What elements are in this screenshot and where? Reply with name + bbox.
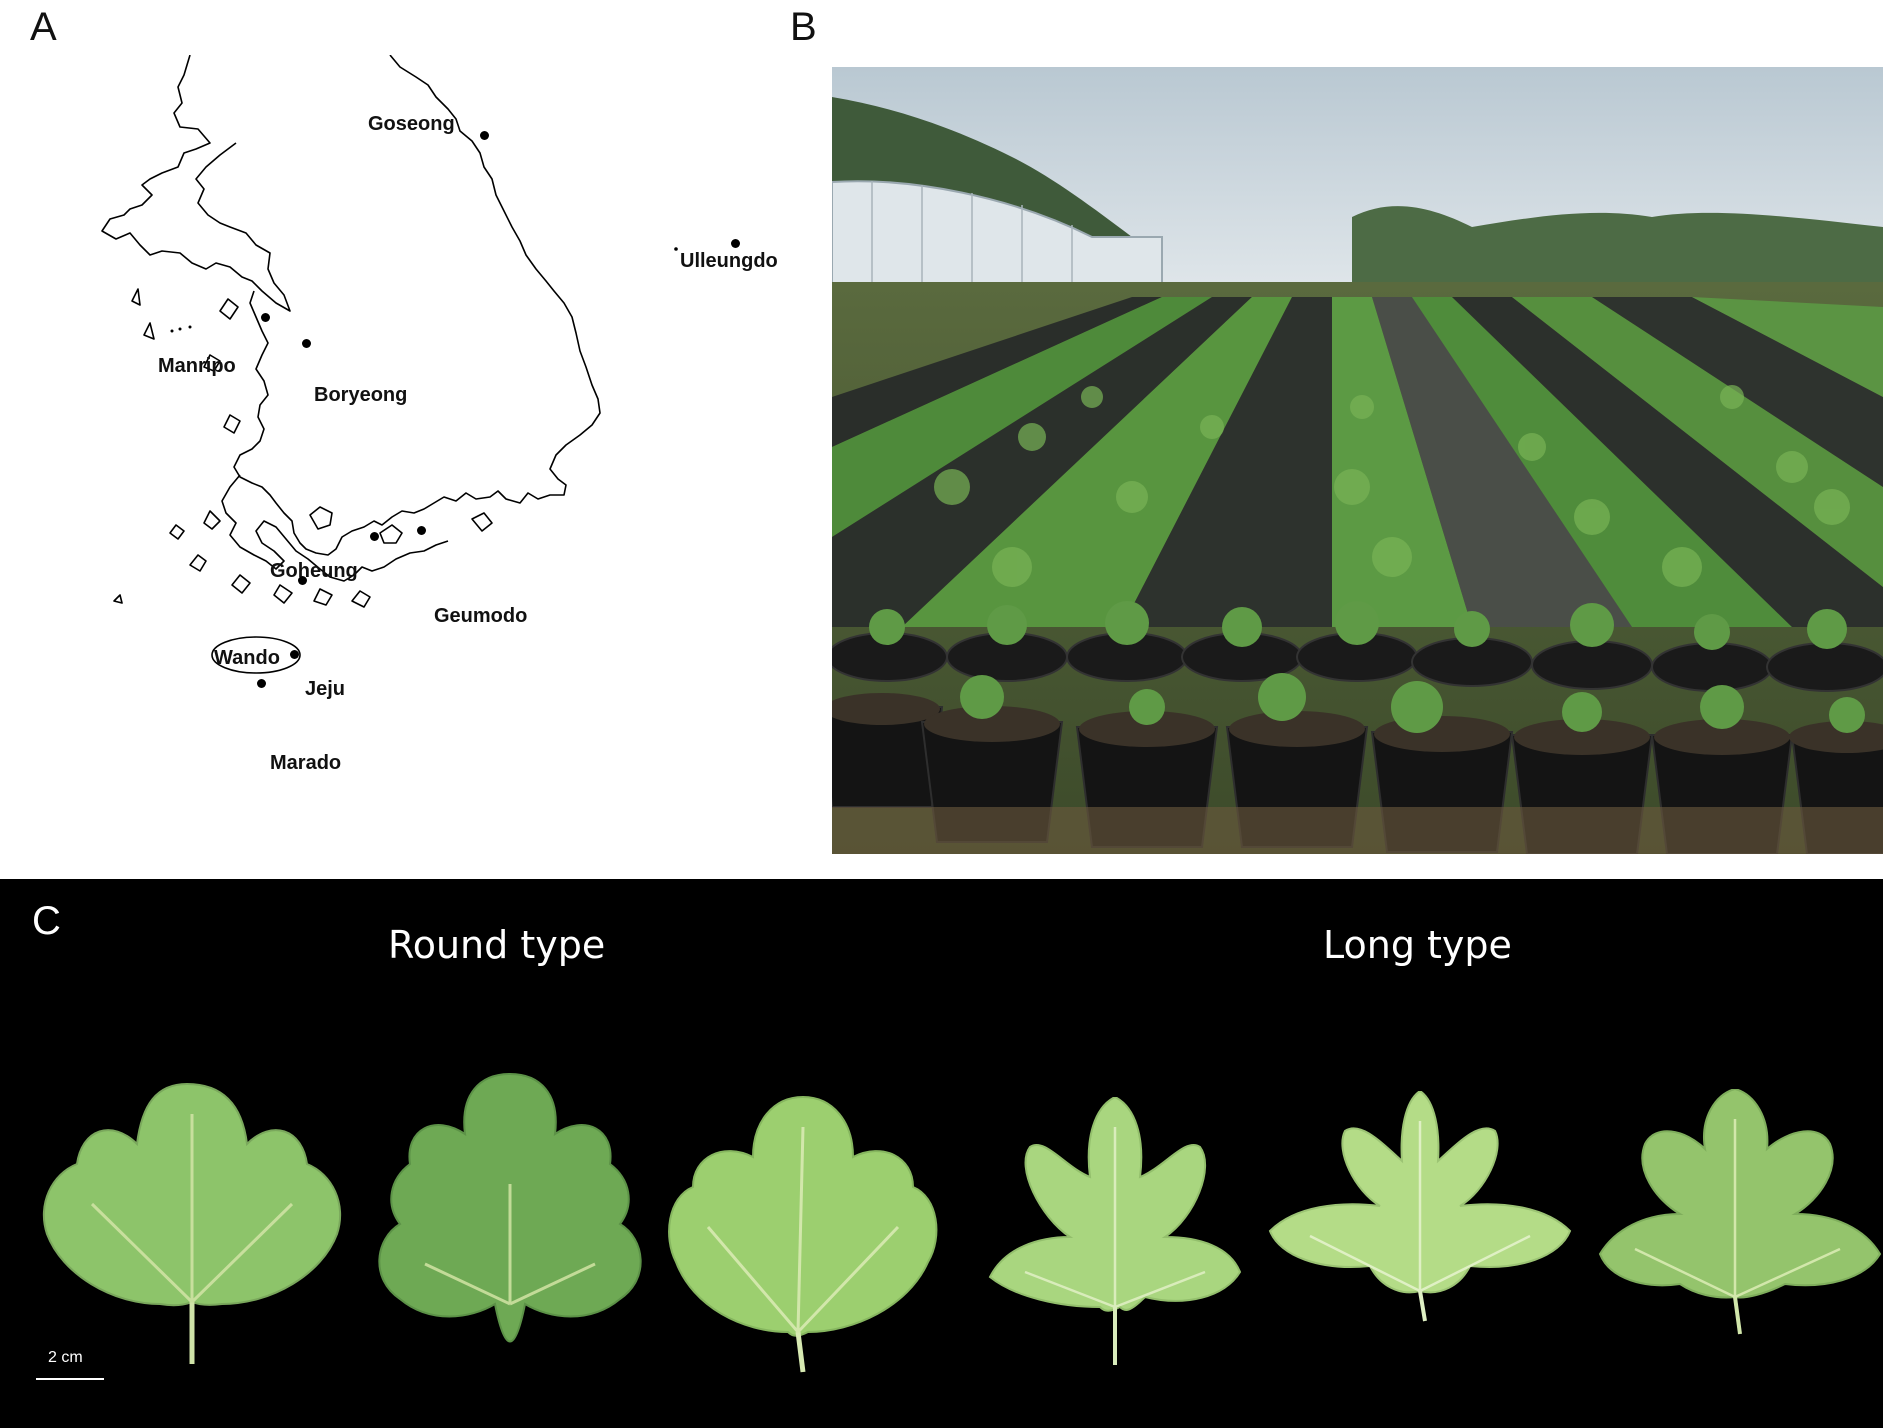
- jeju-island: [211, 636, 301, 674]
- place-label-ulleungdo: Ulleungdo: [680, 250, 778, 272]
- marker-marado: [257, 679, 266, 688]
- leaf-round-2: [378, 1072, 642, 1343]
- marker-jeju: [290, 650, 299, 659]
- marker-wando: [298, 576, 307, 585]
- place-label-wando: Wando: [214, 647, 280, 669]
- pot-row-back: [832, 632, 1883, 692]
- marker-manripo: [261, 313, 270, 322]
- place-label-manripo: Manripo: [158, 355, 236, 377]
- marker-goheung: [370, 532, 379, 541]
- field-photo: [832, 67, 1883, 854]
- korea-outline: [101, 54, 678, 674]
- northwest-coast: [101, 54, 291, 312]
- panel-label-a: A: [30, 5, 57, 49]
- field-illustration: [832, 67, 1883, 854]
- round-type-title: Round type: [388, 923, 606, 967]
- leaf-long-2: [1268, 1091, 1572, 1322]
- scale-bar-label: 2 cm: [48, 1349, 83, 1366]
- leaf-round-3: [668, 1095, 938, 1373]
- leaf-long-1: [988, 1097, 1242, 1365]
- south-islands: [221, 474, 449, 582]
- leaf-round-1: [42, 1082, 342, 1364]
- main-coast: [233, 54, 601, 556]
- marker-boryeong: [302, 339, 311, 348]
- place-label-goheung: Goheung: [270, 560, 358, 582]
- scale-bar: [36, 1378, 104, 1380]
- place-label-marado: Marado: [270, 752, 342, 774]
- place-label-geumodo: Geumodo: [434, 605, 528, 627]
- place-label-boryeong: Boryeong: [314, 384, 408, 406]
- panel-label-c: C: [32, 899, 61, 943]
- place-label-goseong: Goseong: [368, 113, 455, 135]
- korea-map: Goseong Ulleungdo Manripo Boryeong Goheu…: [80, 54, 840, 875]
- panel-label-b: B: [790, 5, 817, 49]
- place-label-jeju: Jeju: [305, 678, 346, 700]
- marker-goseong: [480, 131, 489, 140]
- marker-geumodo: [417, 526, 426, 535]
- leaf-long-3: [1598, 1089, 1882, 1335]
- long-type-title: Long type: [1323, 923, 1512, 967]
- marker-ulleungdo: [731, 239, 740, 248]
- leaf-panel: C Round type Long type 2 cm: [0, 879, 1883, 1428]
